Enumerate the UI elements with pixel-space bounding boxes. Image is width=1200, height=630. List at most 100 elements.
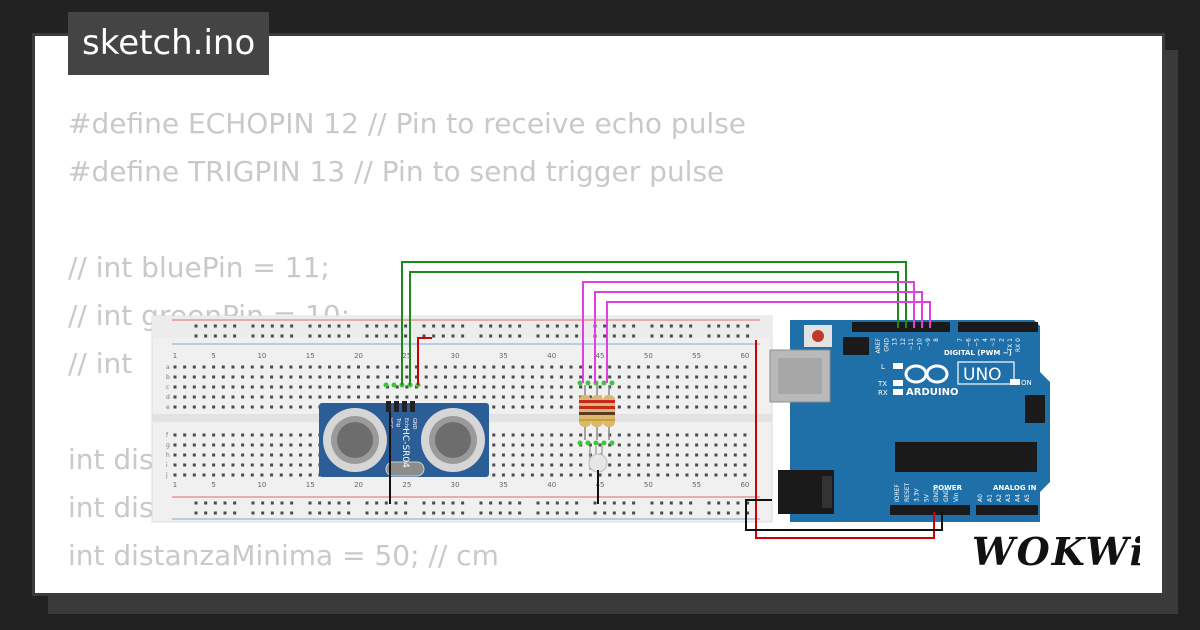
breadboard-hole[interactable] — [707, 324, 711, 328]
breadboard-hole[interactable] — [588, 395, 592, 399]
breadboard-hole[interactable] — [632, 511, 636, 515]
breadboard-hole[interactable] — [650, 501, 654, 505]
breadboard-hole[interactable] — [173, 443, 177, 447]
breadboard-hole[interactable] — [675, 453, 679, 457]
breadboard-hole[interactable] — [666, 463, 670, 467]
breadboard-hole[interactable] — [318, 501, 322, 505]
breadboard-hole[interactable] — [622, 334, 626, 338]
breadboard-hole[interactable] — [231, 453, 235, 457]
breadboard-hole[interactable] — [695, 453, 699, 457]
breadboard-hole[interactable] — [588, 443, 592, 447]
breadboard-hole[interactable] — [463, 385, 467, 389]
breadboard-hole[interactable] — [575, 501, 579, 505]
breadboard-hole[interactable] — [743, 405, 747, 409]
breadboard-hole[interactable] — [386, 395, 390, 399]
breadboard-hole[interactable] — [173, 405, 177, 409]
breadboard-hole[interactable] — [733, 453, 737, 457]
breadboard-hole[interactable] — [241, 463, 245, 467]
breadboard-hole[interactable] — [260, 375, 264, 379]
breadboard-hole[interactable] — [521, 385, 525, 389]
breadboard-hole[interactable] — [432, 324, 436, 328]
breadboard-hole[interactable] — [559, 365, 563, 369]
breadboard-hole[interactable] — [434, 375, 438, 379]
breadboard-hole[interactable] — [637, 395, 641, 399]
breadboard-hole[interactable] — [608, 375, 612, 379]
breadboard-hole[interactable] — [555, 334, 559, 338]
breadboard-hole[interactable] — [498, 334, 502, 338]
breadboard-hole[interactable] — [646, 365, 650, 369]
breadboard-hole[interactable] — [299, 473, 303, 477]
breadboard-hole[interactable] — [202, 405, 206, 409]
wire-black[interactable] — [745, 499, 943, 531]
breadboard-hole[interactable] — [213, 324, 217, 328]
breadboard-hole[interactable] — [424, 375, 428, 379]
breadboard-hole[interactable] — [598, 375, 602, 379]
breadboard-hole[interactable] — [289, 405, 293, 409]
breadboard-hole[interactable] — [569, 473, 573, 477]
breadboard-hole[interactable] — [270, 324, 274, 328]
breadboard-hole[interactable] — [366, 365, 370, 369]
breadboard-hole[interactable] — [675, 473, 679, 477]
breadboard-hole[interactable] — [279, 453, 283, 457]
breadboard-hole[interactable] — [540, 433, 544, 437]
breadboard-hole[interactable] — [518, 511, 522, 515]
breadboard-hole[interactable] — [279, 433, 283, 437]
breadboard-hole[interactable] — [508, 334, 512, 338]
breadboard-hole[interactable] — [637, 443, 641, 447]
breadboard-hole[interactable] — [347, 395, 351, 399]
breadboard-hole[interactable] — [260, 395, 264, 399]
breadboard-hole[interactable] — [404, 501, 408, 505]
breadboard-hole[interactable] — [451, 501, 455, 505]
breadboard-hole[interactable] — [204, 511, 208, 515]
wire-red[interactable] — [755, 340, 935, 539]
breadboard-hole[interactable] — [461, 324, 465, 328]
breadboard-hole[interactable] — [270, 433, 274, 437]
wire-magenta[interactable] — [582, 281, 915, 383]
breadboard-hole[interactable] — [675, 365, 679, 369]
breadboard-hole[interactable] — [743, 443, 747, 447]
wires[interactable] — [389, 261, 943, 539]
breadboard-hole[interactable] — [540, 405, 544, 409]
breadboard-hole[interactable] — [666, 365, 670, 369]
breadboard-hole[interactable] — [612, 324, 616, 328]
breadboard-hole[interactable] — [617, 473, 621, 477]
breadboard-hole[interactable] — [675, 385, 679, 389]
breadboard-hole[interactable] — [603, 511, 607, 515]
breadboard-hole[interactable] — [318, 385, 322, 389]
breadboard-hole[interactable] — [231, 375, 235, 379]
filename-tab[interactable]: sketch.ino — [68, 12, 270, 75]
breadboard-hole[interactable] — [260, 385, 264, 389]
breadboard-hole[interactable] — [603, 334, 607, 338]
breadboard-hole[interactable] — [530, 453, 534, 457]
breadboard-hole[interactable] — [724, 433, 728, 437]
breadboard-hole[interactable] — [270, 453, 274, 457]
breadboard-hole[interactable] — [260, 405, 264, 409]
breadboard-hole[interactable] — [707, 334, 711, 338]
breadboard-hole[interactable] — [424, 365, 428, 369]
breadboard-hole[interactable] — [221, 385, 225, 389]
breadboard-hole[interactable] — [318, 375, 322, 379]
breadboard-hole[interactable] — [308, 501, 312, 505]
breadboard-hole[interactable] — [202, 473, 206, 477]
breadboard-hole[interactable] — [666, 395, 670, 399]
breadboard-hole[interactable] — [241, 405, 245, 409]
breadboard-hole[interactable] — [666, 405, 670, 409]
breadboard-hole[interactable] — [231, 405, 235, 409]
breadboard-hole[interactable] — [695, 405, 699, 409]
breadboard-hole[interactable] — [637, 385, 641, 389]
breadboard-hole[interactable] — [441, 511, 445, 515]
breadboard-hole[interactable] — [656, 375, 660, 379]
breadboard-hole[interactable] — [366, 375, 370, 379]
breadboard-hole[interactable] — [472, 385, 476, 389]
breadboard-hole[interactable] — [569, 385, 573, 389]
breadboard-hole[interactable] — [579, 473, 583, 477]
breadboard-hole[interactable] — [318, 324, 322, 328]
breadboard-hole[interactable] — [327, 501, 331, 505]
breadboard-hole[interactable] — [250, 405, 254, 409]
breadboard-hole[interactable] — [279, 385, 283, 389]
breadboard-hole[interactable] — [261, 501, 265, 505]
breadboard-hole[interactable] — [441, 334, 445, 338]
breadboard-hole[interactable] — [637, 405, 641, 409]
breadboard-hole[interactable] — [550, 365, 554, 369]
breadboard-hole[interactable] — [492, 473, 496, 477]
